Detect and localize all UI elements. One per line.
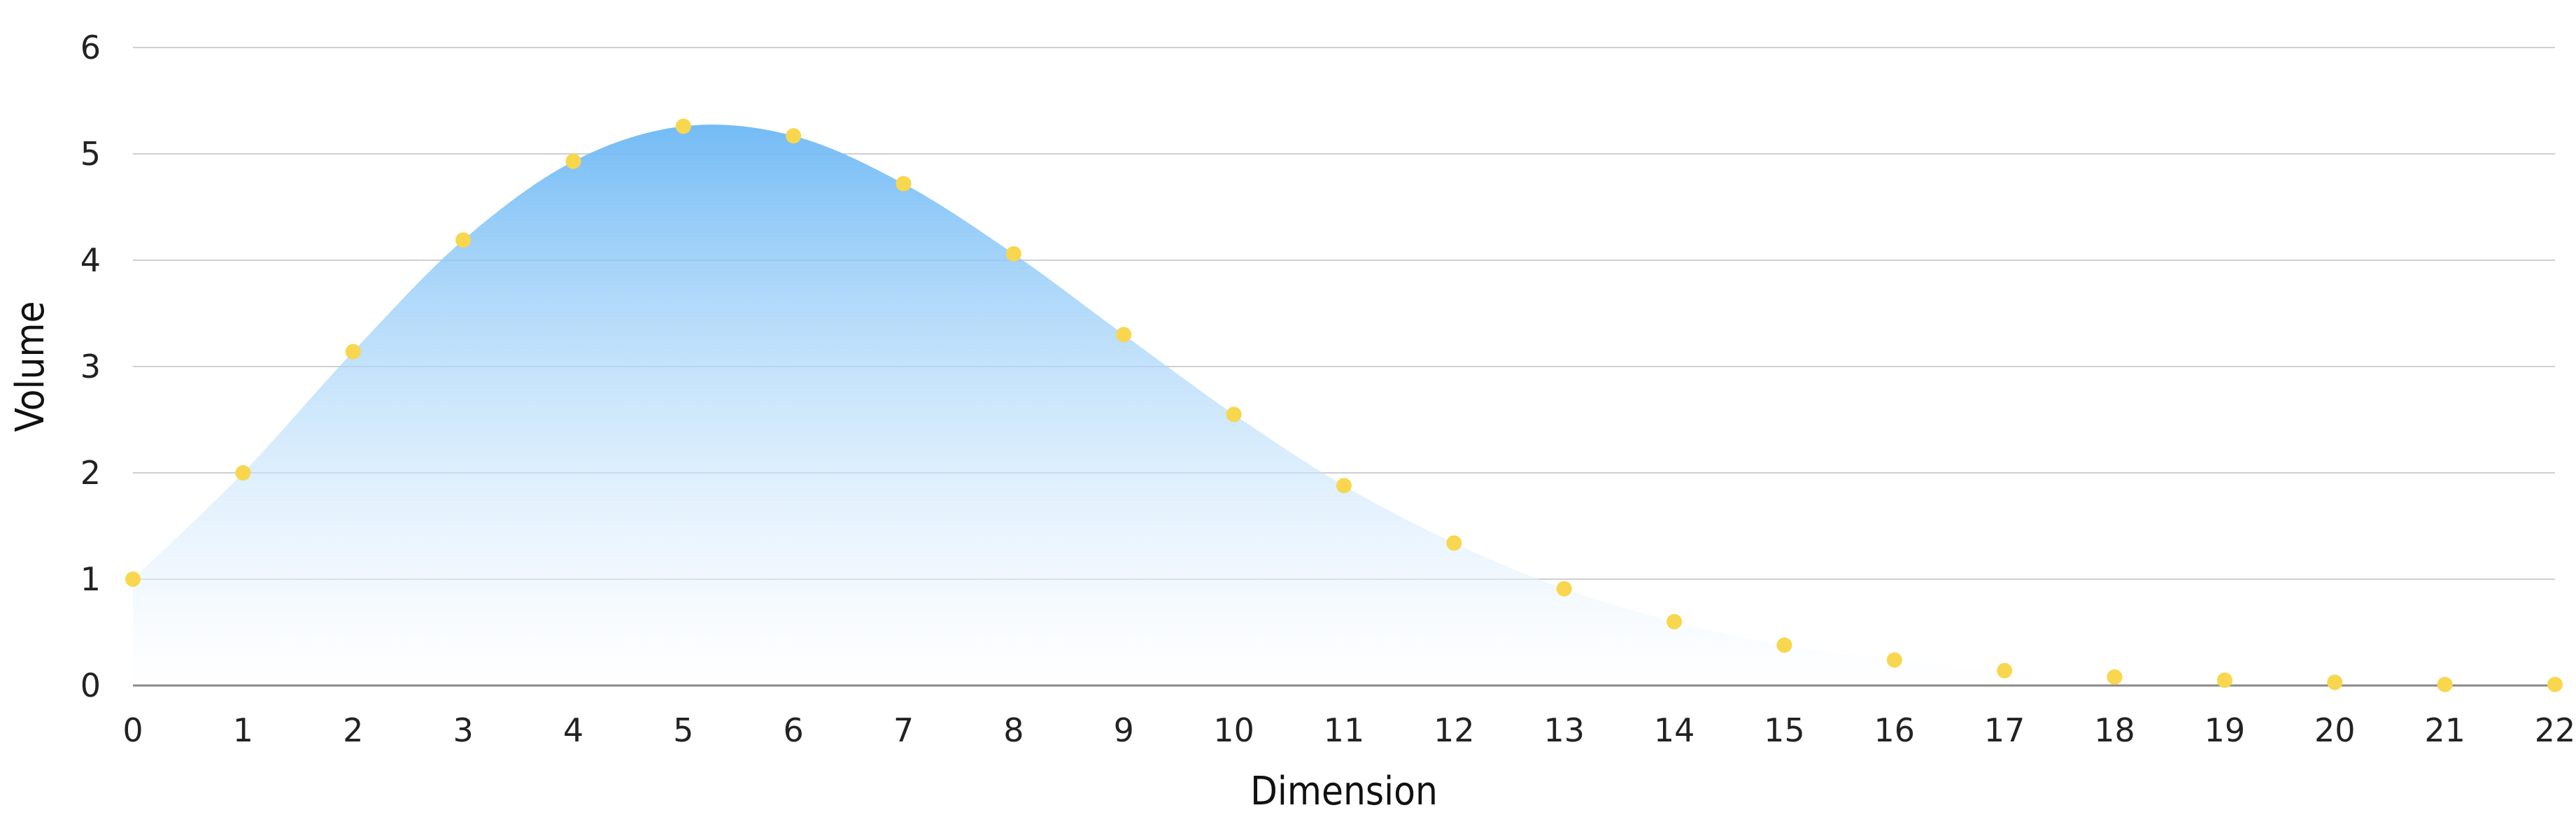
x-tick-label-2: 2 [343, 711, 363, 749]
x-tick-label-1: 1 [233, 711, 253, 749]
x-tick-label-16: 16 [1874, 711, 1916, 749]
x-tick-label-8: 8 [1003, 711, 1024, 749]
area-fill [133, 125, 2555, 686]
data-point-11 [1336, 478, 1352, 494]
x-tick-label-0: 0 [122, 711, 143, 749]
data-points [125, 118, 2563, 692]
y-axis-title: Volume [8, 301, 53, 432]
x-tick-label-17: 17 [1984, 711, 2025, 749]
data-point-20 [2327, 674, 2343, 690]
x-tick-label-12: 12 [1434, 711, 1475, 749]
data-point-14 [1666, 613, 1683, 630]
data-point-6 [786, 128, 802, 144]
x-tick-label-21: 21 [2424, 711, 2465, 749]
data-point-18 [2107, 669, 2123, 685]
data-point-16 [1886, 652, 1902, 668]
area-series [133, 125, 2555, 686]
data-point-1 [235, 465, 251, 481]
data-point-2 [345, 343, 361, 360]
data-point-8 [1005, 246, 1021, 262]
x-tick-label-10: 10 [1213, 711, 1254, 749]
data-point-13 [1556, 581, 1572, 597]
x-tick-label-3: 3 [453, 711, 473, 749]
x-tick-label-7: 7 [893, 711, 914, 749]
y-tick-label-1: 1 [80, 560, 101, 598]
data-point-9 [1116, 327, 1132, 343]
data-point-4 [565, 153, 581, 169]
y-tick-label-6: 6 [80, 29, 101, 66]
y-tick-label-5: 5 [80, 135, 101, 173]
y-tick-label-3: 3 [80, 348, 101, 385]
x-tick-label-18: 18 [2094, 711, 2135, 749]
data-point-10 [1226, 406, 1242, 422]
x-tick-label-14: 14 [1654, 711, 1695, 749]
data-point-19 [2216, 672, 2232, 688]
x-tick-label-13: 13 [1543, 711, 1585, 749]
x-tick-label-9: 9 [1114, 711, 1134, 749]
x-tick-label-11: 11 [1324, 711, 1365, 749]
data-point-0 [125, 571, 141, 587]
x-tick-label-19: 19 [2205, 711, 2246, 749]
data-point-21 [2437, 676, 2453, 692]
data-point-22 [2547, 676, 2563, 692]
y-tick-label-0: 0 [80, 667, 101, 704]
data-point-15 [1776, 637, 1792, 653]
x-axis-title: Dimension [1250, 769, 1438, 814]
data-point-7 [896, 176, 912, 192]
x-tick-label-5: 5 [673, 711, 693, 749]
data-point-12 [1446, 535, 1462, 551]
y-tick-label-2: 2 [80, 454, 101, 492]
y-tick-label-4: 4 [80, 241, 101, 279]
data-point-3 [455, 232, 472, 248]
data-point-5 [675, 118, 691, 134]
x-tick-label-20: 20 [2314, 711, 2356, 749]
x-tick-label-6: 6 [784, 711, 804, 749]
x-tick-label-15: 15 [1764, 711, 1805, 749]
x-tick-label-22: 22 [2535, 711, 2576, 749]
data-point-17 [1997, 662, 2013, 679]
x-tick-label-4: 4 [563, 711, 583, 749]
